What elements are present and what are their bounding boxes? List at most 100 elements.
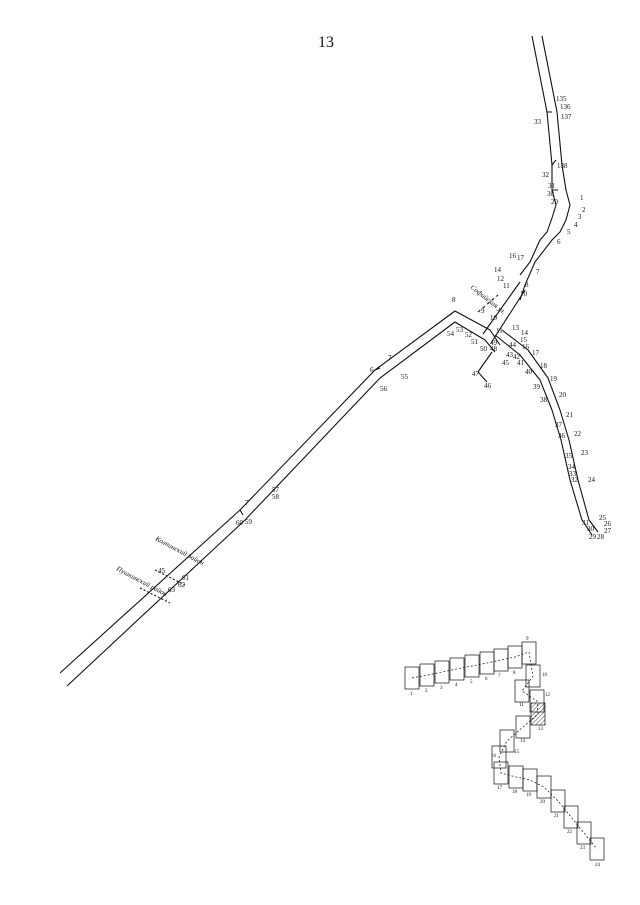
pt-50: 50 bbox=[480, 345, 488, 353]
pt-55: 55 bbox=[401, 373, 409, 381]
pt-8: 8 bbox=[525, 281, 529, 289]
pt-23: 23 bbox=[581, 449, 589, 457]
pt-14b: 14 bbox=[521, 329, 529, 337]
pt-135: 135 bbox=[556, 95, 567, 103]
strip-south-left bbox=[494, 334, 593, 536]
pt-61: 61 bbox=[182, 574, 190, 582]
pt-28: 28 bbox=[597, 533, 605, 541]
pt-13: 13 bbox=[512, 324, 520, 332]
pt-10b: 10 bbox=[490, 314, 498, 322]
pt-11: 11 bbox=[503, 282, 510, 290]
pt-49: 49 bbox=[490, 339, 498, 347]
pt-24: 24 bbox=[588, 476, 596, 484]
pt-7: 7 bbox=[536, 268, 540, 276]
pt-58: 58 bbox=[272, 493, 280, 501]
svg-text:1: 1 bbox=[410, 692, 413, 697]
pt-137: 137 bbox=[561, 113, 572, 121]
pt-12: 12 bbox=[497, 275, 505, 283]
pt-6b: 6 bbox=[370, 366, 374, 374]
pt-6: 6 bbox=[557, 238, 561, 246]
pt-17b: 17 bbox=[532, 349, 540, 357]
pt-5: 5 bbox=[567, 228, 571, 236]
sheet-11 bbox=[514, 679, 530, 703]
pt-10: 10 bbox=[520, 290, 528, 298]
svg-text:24: 24 bbox=[595, 863, 601, 868]
svg-text:17: 17 bbox=[497, 786, 503, 791]
pt-4: 4 bbox=[574, 221, 578, 229]
sheet-7 bbox=[493, 648, 509, 672]
pt-53: 53 bbox=[456, 326, 464, 334]
sheet-17 bbox=[493, 761, 509, 785]
pt-11b: 11 bbox=[496, 327, 503, 335]
sheet-24 bbox=[589, 837, 605, 861]
sheet-14 bbox=[515, 715, 531, 739]
pt-63: 63 bbox=[168, 586, 176, 594]
svg-text:12: 12 bbox=[545, 693, 551, 698]
pt-35: 35 bbox=[565, 452, 573, 460]
svg-text:16: 16 bbox=[491, 754, 497, 759]
pt-19: 19 bbox=[550, 375, 558, 383]
strip-north-left bbox=[519, 35, 557, 276]
pt-45: 45 bbox=[502, 359, 510, 367]
pt-2: 2 bbox=[582, 206, 586, 214]
pt-16: 16 bbox=[509, 252, 517, 260]
pt-16b: 16 bbox=[522, 343, 530, 351]
svg-text:14: 14 bbox=[520, 739, 526, 744]
pt-17: 17 bbox=[517, 254, 525, 262]
pt-9: 9 bbox=[481, 307, 485, 315]
sheet-2 bbox=[419, 663, 435, 687]
district-north-label: Колпинский район bbox=[153, 534, 206, 567]
svg-text:13: 13 bbox=[538, 727, 544, 732]
pt-32: 32 bbox=[542, 171, 550, 179]
pt-57: 57 bbox=[272, 486, 280, 494]
pt-51: 51 bbox=[471, 338, 479, 346]
pt-56: 56 bbox=[380, 385, 388, 393]
pt-59: 59 bbox=[245, 518, 253, 526]
pt-40: 40 bbox=[525, 368, 533, 376]
pt-36: 36 bbox=[558, 432, 566, 440]
pt-47: 47 bbox=[472, 370, 480, 378]
sheet-5 bbox=[464, 654, 480, 678]
page-number: 13 bbox=[318, 34, 334, 51]
strip-south-right bbox=[501, 329, 599, 533]
pt-52: 52 bbox=[465, 331, 473, 339]
svg-text:15: 15 bbox=[514, 750, 520, 755]
sheet-index bbox=[404, 641, 605, 861]
sheet-21 bbox=[550, 789, 566, 813]
pt-33: 33 bbox=[534, 118, 542, 126]
pt-31: 31 bbox=[548, 182, 556, 190]
pt-138: 138 bbox=[557, 162, 568, 170]
pt-62: 62 bbox=[178, 581, 186, 589]
pt-7b: 7 bbox=[388, 354, 392, 362]
pt-22: 22 bbox=[574, 430, 582, 438]
svg-text:9: 9 bbox=[526, 637, 529, 642]
pt-29b: 29 bbox=[589, 533, 597, 541]
svg-text:23: 23 bbox=[580, 846, 586, 851]
svg-text:8: 8 bbox=[513, 671, 516, 676]
sheet-19 bbox=[522, 768, 538, 792]
pt-136: 136 bbox=[560, 103, 571, 111]
pt-26: 26 bbox=[604, 520, 612, 528]
pt-21: 21 bbox=[566, 411, 574, 419]
sheet-4 bbox=[449, 657, 465, 681]
svg-text:10: 10 bbox=[542, 673, 548, 678]
pt-20: 20 bbox=[559, 391, 567, 399]
pt-43: 43 bbox=[506, 351, 514, 359]
corridor-right bbox=[66, 321, 496, 687]
pt-30: 30 bbox=[547, 190, 555, 198]
sheet-16 bbox=[491, 745, 507, 769]
pt-1: 1 bbox=[580, 194, 584, 202]
pt-25: 25 bbox=[599, 514, 607, 522]
pt-39: 39 bbox=[533, 383, 541, 391]
pt-34: 34 bbox=[568, 463, 576, 471]
pt-48: 48 bbox=[490, 345, 498, 353]
link-strip-2 bbox=[490, 289, 526, 344]
road-line bbox=[477, 294, 499, 313]
sheet-3 bbox=[434, 660, 450, 684]
pt-44: 44 bbox=[509, 341, 517, 349]
sheet-10 bbox=[525, 664, 541, 688]
pt-18: 18 bbox=[540, 362, 548, 370]
pt-27: 27 bbox=[604, 527, 612, 535]
sheet-15 bbox=[499, 729, 515, 753]
